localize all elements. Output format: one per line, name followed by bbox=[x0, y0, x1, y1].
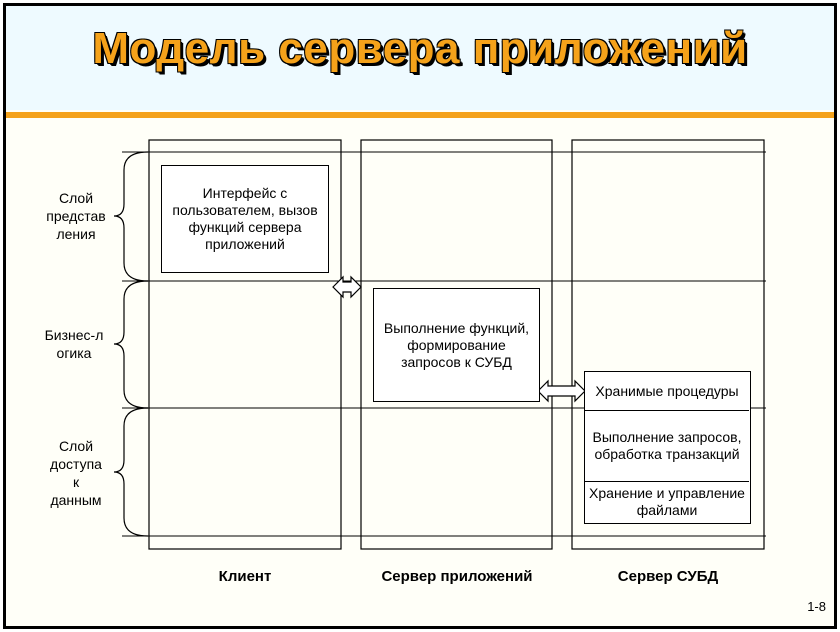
db-cell-procedures: Хранимые процедуры bbox=[585, 372, 749, 411]
brace-business bbox=[113, 280, 149, 409]
title-band bbox=[6, 6, 834, 110]
column-label-client: Клиент bbox=[218, 568, 272, 585]
arrow-client-app bbox=[332, 275, 362, 299]
db-cell-procedures-text: Хранимые процедуры bbox=[595, 382, 739, 399]
title-rule bbox=[6, 112, 834, 118]
slide-title: Модель сервера приложений bbox=[92, 24, 748, 73]
db-cell-files-text: Хранение и управление файлами bbox=[589, 485, 745, 518]
db-cell-queries: Выполнение запросов, обработка транзакци… bbox=[585, 411, 749, 482]
box-app-functions-text: Выполнение функций, формирование запросо… bbox=[383, 319, 530, 370]
box-client-ui: Интерфейс с пользователем, вызов функций… bbox=[161, 165, 329, 273]
column-db-server-frame bbox=[571, 139, 765, 550]
layer-label-presentation: Слой представ ления bbox=[46, 190, 106, 242]
column-label-db-server: Сервер СУБД bbox=[617, 568, 719, 585]
column-client-frame bbox=[148, 139, 342, 550]
column-app-server-frame bbox=[360, 139, 553, 550]
box-app-functions: Выполнение функций, формирование запросо… bbox=[373, 288, 540, 402]
brace-data-access bbox=[113, 407, 149, 537]
arrow-app-db bbox=[537, 379, 586, 403]
db-cell-files: Хранение и управление файлами bbox=[585, 482, 749, 522]
column-label-app-server: Сервер приложений bbox=[381, 568, 533, 585]
layer-label-business: Бизнес-л огика bbox=[44, 327, 104, 361]
page-number: 1-8 bbox=[807, 599, 826, 614]
box-client-ui-text: Интерфейс с пользователем, вызов функций… bbox=[172, 185, 318, 252]
db-cell-queries-text: Выполнение запросов, обработка транзакци… bbox=[592, 429, 742, 462]
brace-presentation bbox=[113, 151, 149, 282]
layer-label-data-access: Слой доступа к данным bbox=[50, 438, 102, 508]
box-db-stack: Хранимые процедуры Выполнение запросов, … bbox=[584, 371, 751, 524]
